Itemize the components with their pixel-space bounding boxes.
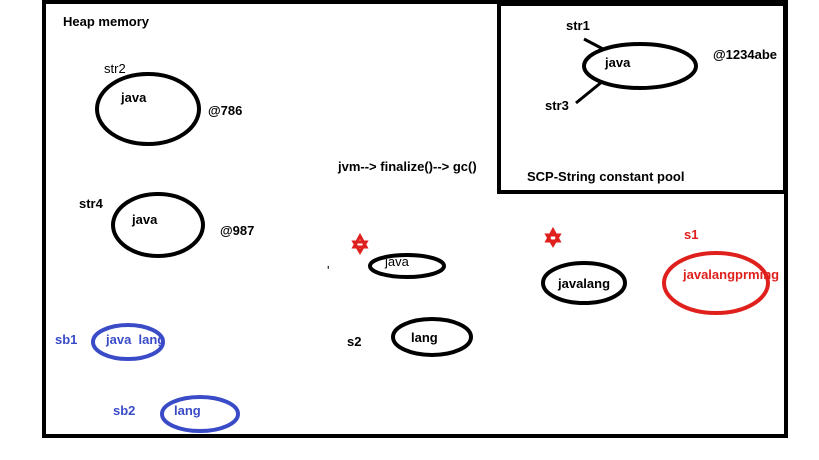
str3-pointer-line xyxy=(575,79,604,105)
s1-value: javalangprming xyxy=(682,267,779,282)
pool-address: @1234abe xyxy=(713,47,777,62)
s1-ellipse xyxy=(662,251,770,315)
s2-lang-value: lang xyxy=(411,330,438,345)
pool-java-value: java xyxy=(604,55,631,70)
str2-var-label: str2 xyxy=(104,61,126,76)
javalang-ellipse xyxy=(541,261,627,305)
pool-java-ellipse xyxy=(582,42,698,90)
str2-value: java xyxy=(120,90,147,105)
stray-mark: ' xyxy=(327,263,329,278)
str4-value: java xyxy=(131,212,158,227)
scp-title: SCP-String constant pool xyxy=(527,169,684,184)
garbage-java-ellipse xyxy=(368,253,446,279)
str1-pointer-line xyxy=(583,37,604,51)
s2-lang-ellipse xyxy=(391,317,473,357)
sb2-var-label: sb2 xyxy=(113,403,135,418)
garbage-java-value: java xyxy=(384,254,410,269)
str4-address: @987 xyxy=(220,223,254,238)
str1-var-label: str1 xyxy=(566,18,590,33)
sb1-var-label: sb1 xyxy=(55,332,77,347)
str2-object-ellipse xyxy=(95,72,201,146)
red-star-icon xyxy=(351,232,369,255)
heap-memory-box xyxy=(42,0,788,438)
sb2-value: lang xyxy=(174,403,201,418)
s1-var-label: s1 xyxy=(684,227,698,242)
str4-var-label: str4 xyxy=(79,196,104,211)
heap-memory-title: Heap memory xyxy=(63,14,150,29)
sb1-value: java lang xyxy=(105,332,165,347)
sb2-ellipse xyxy=(160,395,240,433)
str2-address: @786 xyxy=(208,103,242,118)
s2-var-label: s2 xyxy=(347,334,361,349)
str4-object-ellipse xyxy=(111,192,205,258)
sb1-ellipse xyxy=(91,323,165,361)
str3-var-label: str3 xyxy=(545,98,569,113)
javalang-value: javalang xyxy=(557,276,610,291)
gc-note: jvm--> finalize()--> gc() xyxy=(337,159,477,174)
scp-box xyxy=(497,2,787,194)
red-star-icon-2 xyxy=(544,226,562,248)
